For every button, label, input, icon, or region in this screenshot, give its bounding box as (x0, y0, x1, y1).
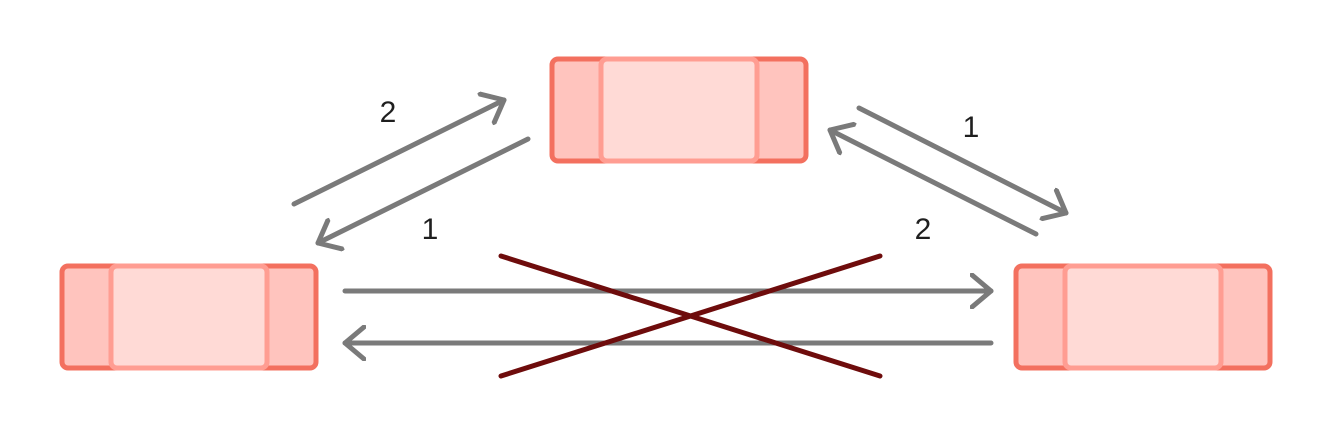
node-right (1013, 263, 1273, 371)
arrow-left-to-top (291, 100, 507, 207)
edge-label-top-right-upper: 1 (963, 111, 980, 144)
node-left (59, 263, 319, 371)
arrow-right-to-top (827, 130, 1039, 237)
arrow-top-to-left (315, 136, 531, 243)
node-top (549, 56, 809, 164)
cross-out-mark (498, 253, 883, 379)
edge-label-left-top-upper: 2 (380, 96, 397, 129)
edge-label-left-top-lower: 1 (422, 213, 439, 246)
edge-label-top-right-lower: 2 (915, 213, 932, 246)
arrow-top-to-right (856, 105, 1069, 213)
